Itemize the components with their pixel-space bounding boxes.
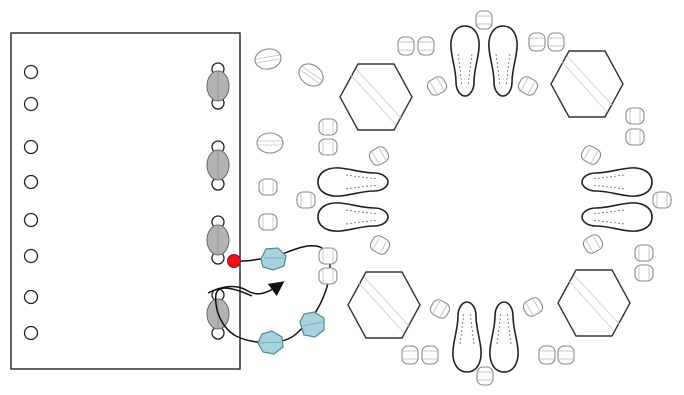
thread-path xyxy=(207,245,331,355)
seed-bead xyxy=(652,191,672,209)
left-hole-column xyxy=(23,64,39,341)
marquise-drop-bead xyxy=(488,25,518,97)
seed-bead xyxy=(475,10,493,30)
bead-board xyxy=(10,32,241,370)
board-frame xyxy=(10,32,241,370)
direction-arrow xyxy=(207,281,285,297)
seed-bead xyxy=(296,191,316,209)
start-point xyxy=(227,254,241,268)
crystal-bead xyxy=(256,132,284,154)
right-hole-column xyxy=(206,62,230,340)
seed-bead xyxy=(476,366,494,386)
crystal-bead xyxy=(260,247,287,271)
marquise-drop-bead xyxy=(581,167,653,197)
crystal-bead xyxy=(299,311,325,338)
marquise-drop-bead xyxy=(581,202,653,232)
hexagon-stone xyxy=(550,50,624,118)
marquise-drop-bead xyxy=(450,25,480,97)
marquise-drop-bead xyxy=(489,301,519,373)
hexagon-stone xyxy=(347,271,421,339)
marquise-drop-bead xyxy=(317,202,389,232)
hexagon-stone xyxy=(339,63,413,131)
marquise-drop-bead xyxy=(317,167,389,197)
hexagon-stone xyxy=(557,269,631,337)
crystal-bead xyxy=(257,330,284,355)
marquise-drop-bead xyxy=(452,301,482,373)
crystal-bead xyxy=(252,46,284,72)
crystal-bead xyxy=(294,58,328,92)
